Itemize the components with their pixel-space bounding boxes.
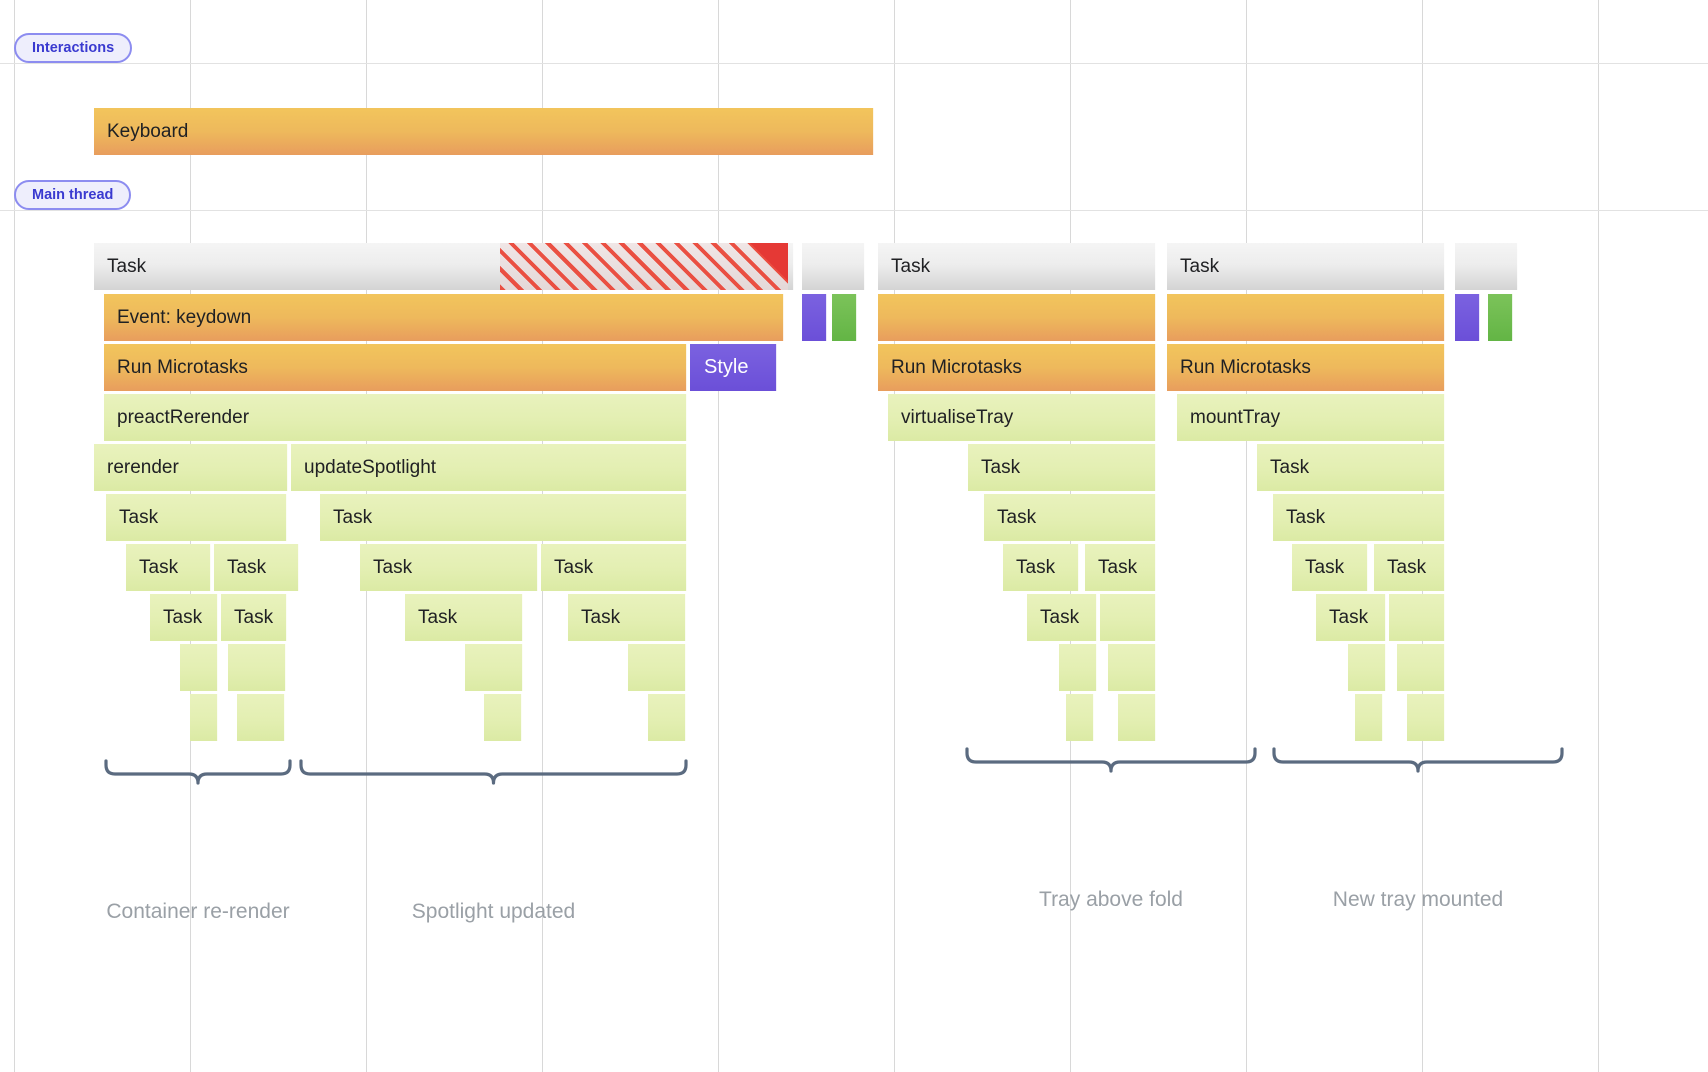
preact-rerender-block[interactable]: preactRerender <box>104 394 687 441</box>
annotation-brace-spotlight-updated <box>299 759 688 792</box>
task-block[interactable]: Task <box>1292 544 1368 591</box>
event-keydown-block[interactable]: Event: keydown <box>104 294 784 341</box>
task-block[interactable]: Task <box>568 594 686 641</box>
task-block-unlabeled[interactable] <box>484 694 522 741</box>
task-block[interactable]: Task <box>360 544 538 591</box>
gridline-0 <box>14 0 15 1072</box>
task-block-unlabeled[interactable] <box>1066 694 1094 741</box>
task-block[interactable]: Task <box>1273 494 1445 541</box>
annotation-label-container-re-render: Container re-render <box>106 900 290 923</box>
annotation-label-tray-above-fold: Tray above fold <box>1039 888 1183 911</box>
paint-marker[interactable] <box>1488 294 1513 341</box>
annotation-brace-new-tray-mounted <box>1272 747 1564 780</box>
task-block-unlabeled[interactable] <box>1108 644 1156 691</box>
style-block[interactable]: Style <box>690 344 777 391</box>
task-block[interactable]: Task <box>1257 444 1445 491</box>
task-block[interactable]: Task <box>1003 544 1079 591</box>
run-microtasks-block[interactable]: Run Microtasks <box>104 344 687 391</box>
task-block[interactable]: Task <box>126 544 211 591</box>
style-recalc-marker[interactable] <box>802 294 827 341</box>
track-header-main-thread[interactable]: Main thread <box>14 180 132 210</box>
event-block[interactable] <box>1167 294 1445 341</box>
task-block[interactable]: Task <box>1316 594 1386 641</box>
annotation-brace-container-re-render <box>104 759 292 792</box>
rerender-block[interactable]: rerender <box>94 444 288 491</box>
task-block-unlabeled[interactable] <box>180 644 218 691</box>
track-separator-main-thread <box>0 210 1708 211</box>
virtualise-tray-block[interactable]: virtualiseTray <box>888 394 1156 441</box>
keyboard-event-block[interactable]: Keyboard <box>94 108 874 155</box>
task-block-unlabeled[interactable] <box>1118 694 1156 741</box>
style-recalc-marker[interactable] <box>1455 294 1480 341</box>
mount-tray-block[interactable]: mountTray <box>1177 394 1445 441</box>
task-block[interactable]: Task <box>1085 544 1156 591</box>
task-block-unlabeled[interactable] <box>1059 644 1097 691</box>
task-block[interactable]: Task <box>1167 243 1445 290</box>
task-block[interactable]: Task <box>968 444 1156 491</box>
update-spotlight-block[interactable]: updateSpotlight <box>291 444 687 491</box>
run-microtasks-block[interactable]: Run Microtasks <box>878 344 1156 391</box>
gridline-9 <box>1598 0 1599 1072</box>
task-block-small[interactable] <box>802 243 865 290</box>
task-block[interactable]: Task <box>320 494 687 541</box>
task-block-unlabeled[interactable] <box>1407 694 1445 741</box>
task-block-unlabeled[interactable] <box>1355 694 1383 741</box>
long-task-warning[interactable] <box>500 243 788 290</box>
task-block[interactable]: Task <box>150 594 218 641</box>
gridline-7 <box>1246 0 1247 1072</box>
task-block[interactable]: Task <box>541 544 687 591</box>
long-task-corner-icon <box>750 243 788 281</box>
task-block-unlabeled[interactable] <box>648 694 686 741</box>
task-block[interactable]: Task <box>984 494 1156 541</box>
track-header-interactions[interactable]: Interactions <box>14 33 133 63</box>
task-block-unlabeled[interactable] <box>1397 644 1445 691</box>
task-block[interactable]: Task <box>214 544 299 591</box>
task-block[interactable]: Task <box>1374 544 1445 591</box>
task-block-unlabeled[interactable] <box>237 694 285 741</box>
annotation-brace-tray-above-fold <box>965 747 1257 780</box>
task-block-unlabeled[interactable] <box>228 644 286 691</box>
task-block-unlabeled[interactable] <box>465 644 523 691</box>
task-block-unlabeled[interactable] <box>1100 594 1156 641</box>
run-microtasks-block[interactable]: Run Microtasks <box>1167 344 1445 391</box>
gridline-5 <box>894 0 895 1072</box>
event-block[interactable] <box>878 294 1156 341</box>
task-block-unlabeled[interactable] <box>628 644 686 691</box>
annotation-label-spotlight-updated: Spotlight updated <box>411 900 576 923</box>
task-block-unlabeled[interactable] <box>190 694 218 741</box>
paint-marker[interactable] <box>832 294 857 341</box>
task-block[interactable]: Task <box>106 494 287 541</box>
track-separator-interactions <box>0 63 1708 64</box>
task-block[interactable]: Task <box>405 594 523 641</box>
task-block[interactable]: Task <box>878 243 1156 290</box>
task-block[interactable]: Task <box>1027 594 1097 641</box>
task-block-unlabeled[interactable] <box>1348 644 1386 691</box>
annotation-label-new-tray-mounted: New tray mounted <box>1332 888 1504 911</box>
task-block-small[interactable] <box>1455 243 1518 290</box>
task-block-unlabeled[interactable] <box>1389 594 1445 641</box>
task-block[interactable]: Task <box>221 594 287 641</box>
gridline-4 <box>718 0 719 1072</box>
